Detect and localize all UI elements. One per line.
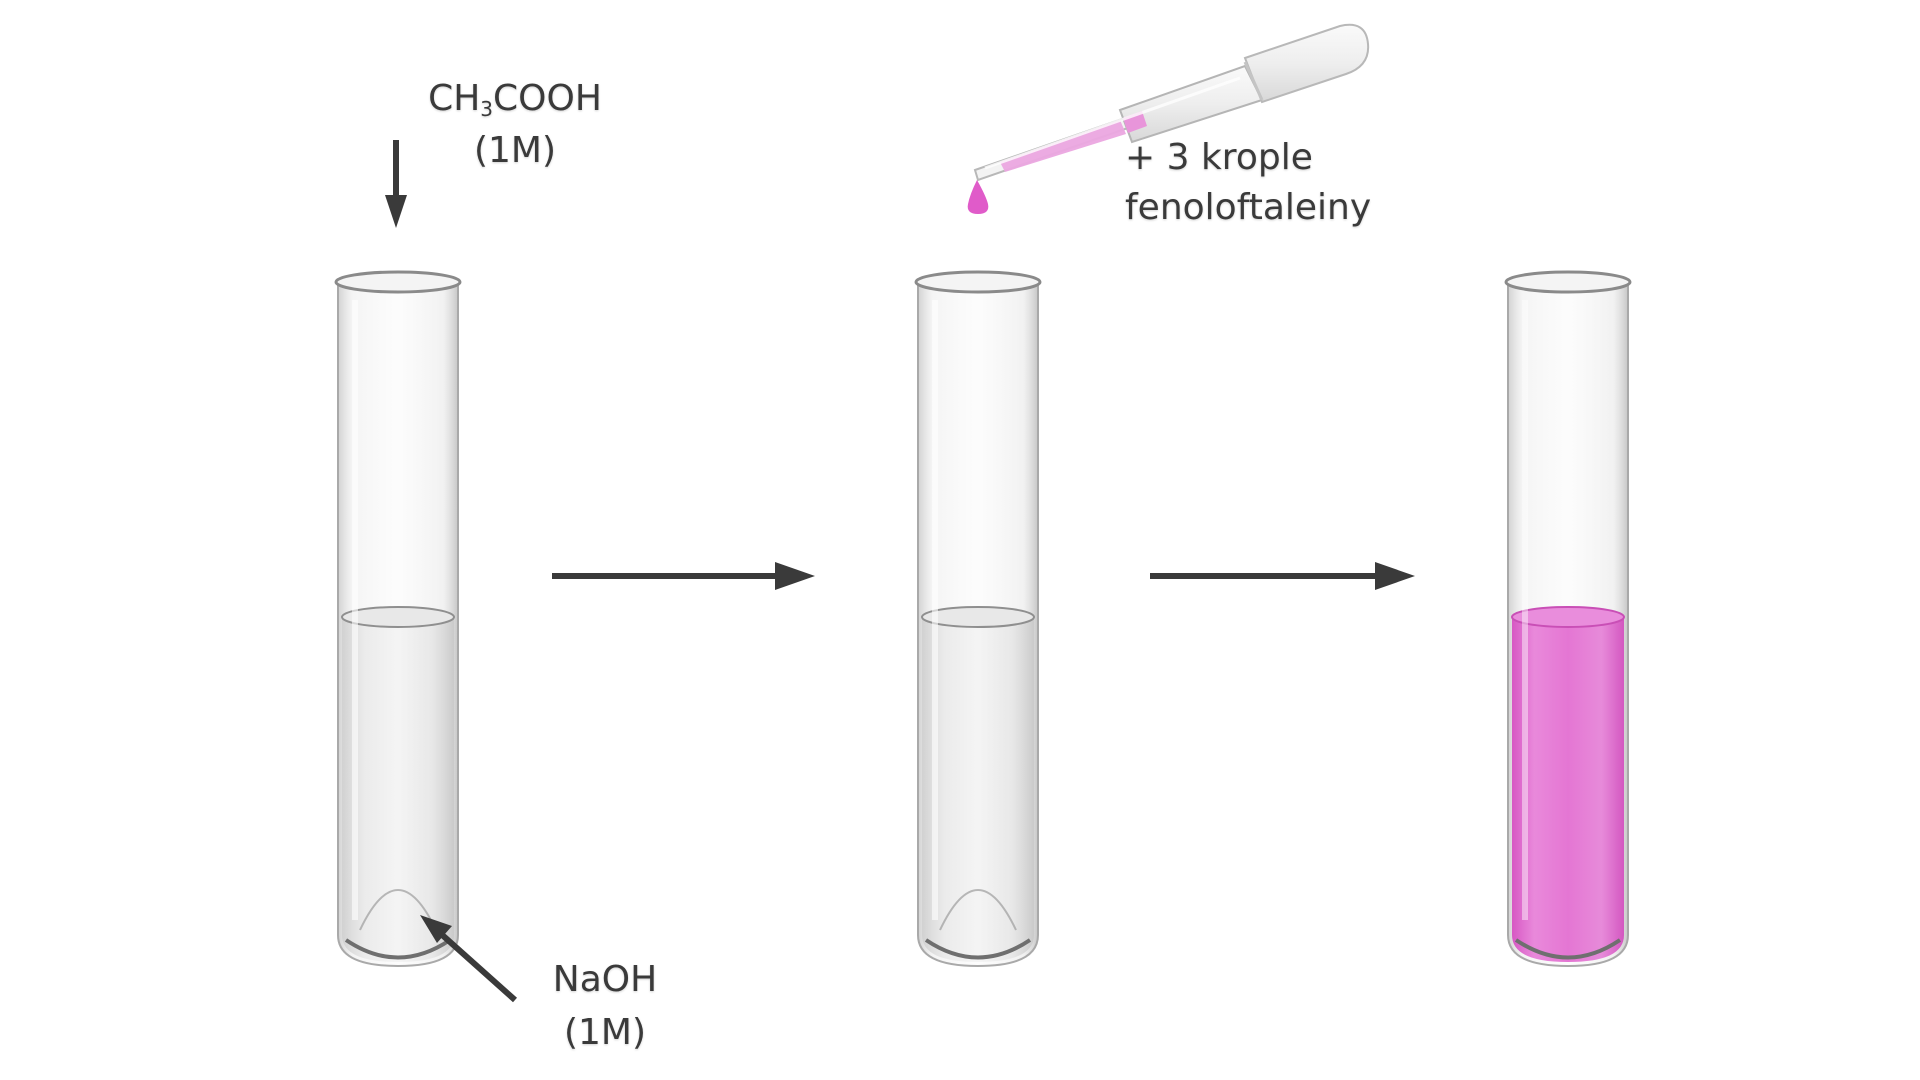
test-tube-2-meniscus bbox=[921, 606, 1035, 628]
test-tube-2-rim bbox=[914, 270, 1042, 294]
test-tube-3-bottom-shadow bbox=[1514, 938, 1622, 960]
indicator-drop bbox=[967, 180, 989, 214]
base-formula-label: NaOH bbox=[552, 959, 658, 1000]
test-tube-3 bbox=[1504, 270, 1632, 968]
test-tube-2-liquid bbox=[922, 617, 1034, 962]
test-tube-1-liquid bbox=[342, 617, 454, 962]
test-tube-1-bottom-shadow bbox=[344, 938, 452, 960]
acid-formula-suffix: COOH bbox=[493, 78, 602, 119]
test-tube-1 bbox=[334, 270, 462, 968]
test-tube-2-inner-bottom bbox=[939, 889, 1017, 931]
test-tube-1-inner-bottom bbox=[359, 889, 437, 931]
indicator-label-line2: fenoloftaleiny bbox=[1125, 187, 1372, 228]
test-tube-3-liquid bbox=[1512, 617, 1624, 962]
base-concentration-label: (1M) bbox=[563, 1012, 647, 1053]
base-pointer-arrow bbox=[420, 915, 517, 1003]
indicator-label-line1: + 3 krople bbox=[1125, 137, 1313, 178]
test-tube-1-meniscus bbox=[341, 606, 455, 628]
pipette-icon bbox=[973, 23, 1370, 182]
acid-formula-label: CH3COOH bbox=[420, 76, 610, 122]
process-arrow-1 bbox=[552, 562, 815, 590]
test-tube-1-rim bbox=[334, 270, 462, 294]
test-tube-3-rim bbox=[1504, 270, 1632, 294]
test-tube-2 bbox=[914, 270, 1042, 968]
test-tube-2-bottom-shadow bbox=[924, 938, 1032, 960]
test-tube-3-meniscus bbox=[1511, 606, 1625, 628]
acid-formula-subscript: 3 bbox=[480, 97, 494, 121]
acid-addition-arrow bbox=[385, 140, 407, 228]
acid-concentration-label: (1M) bbox=[473, 130, 557, 171]
process-arrow-2 bbox=[1150, 562, 1415, 590]
acid-formula-prefix: CH bbox=[428, 78, 481, 119]
